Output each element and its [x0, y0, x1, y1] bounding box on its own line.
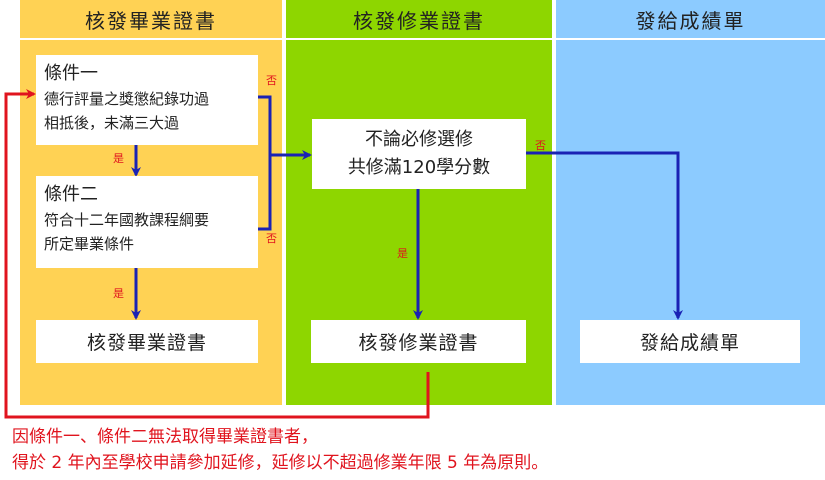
yes-label-cond2: 是 — [113, 287, 124, 300]
no-label-cond2: 否 — [266, 232, 277, 245]
condition1-title: 條件一 — [44, 63, 98, 84]
completion-column-header: 核發修業證書 — [286, 0, 552, 40]
condition2-line1: 符合十二年國教課程綱要 — [44, 211, 210, 229]
credit-rule-line1: 不論必修選修 — [365, 129, 473, 150]
condition2-line2: 所定畢業條件 — [44, 235, 135, 253]
credit-rule-line2: 共修滿120學分數 — [347, 157, 491, 178]
arrow-resubmit-loop — [4, 89, 430, 419]
no-label-cond1: 否 — [266, 74, 277, 87]
arrow-credit-to-transcript — [526, 151, 683, 320]
note-line2: 得於 2 年內至學校申請參加延修，延修以不超過修業年限 5 年為原則。 — [12, 453, 549, 473]
yes-label-credit: 是 — [397, 247, 408, 260]
condition2-box: 條件二 符合十二年國教課程綱要 所定畢業條件 — [36, 176, 258, 268]
no-label-credit: 否 — [535, 139, 546, 152]
yes-label-cond1: 是 — [113, 152, 124, 165]
condition1-line2: 相抵後，未滿三大過 — [44, 114, 180, 132]
note-line1: 因條件一、條件二無法取得畢業證書者， — [12, 427, 318, 447]
condition1-line1: 德行評量之獎懲紀錄功過 — [44, 90, 210, 108]
graduation-certificate-result: 核發畢業證書 — [36, 320, 258, 363]
transcript-column-header: 發給成績單 — [556, 0, 825, 40]
extension-note: 因條件一、條件二無法取得畢業證書者， 得於 2 年內至學校申請參加延修，延修以不… — [12, 424, 548, 476]
credit-rule-box: 不論必修選修 共修滿120學分數 — [312, 119, 526, 189]
no-branch-bracket — [258, 95, 272, 231]
transcript-result: 發給成績單 — [580, 320, 800, 363]
condition2-title: 條件二 — [44, 184, 98, 205]
condition1-box: 條件一 德行評量之獎懲紀錄功過 相抵後，未滿三大過 — [36, 55, 258, 145]
completion-certificate-result: 核發修業證書 — [311, 320, 526, 363]
graduation-column-header: 核發畢業證書 — [20, 0, 282, 40]
